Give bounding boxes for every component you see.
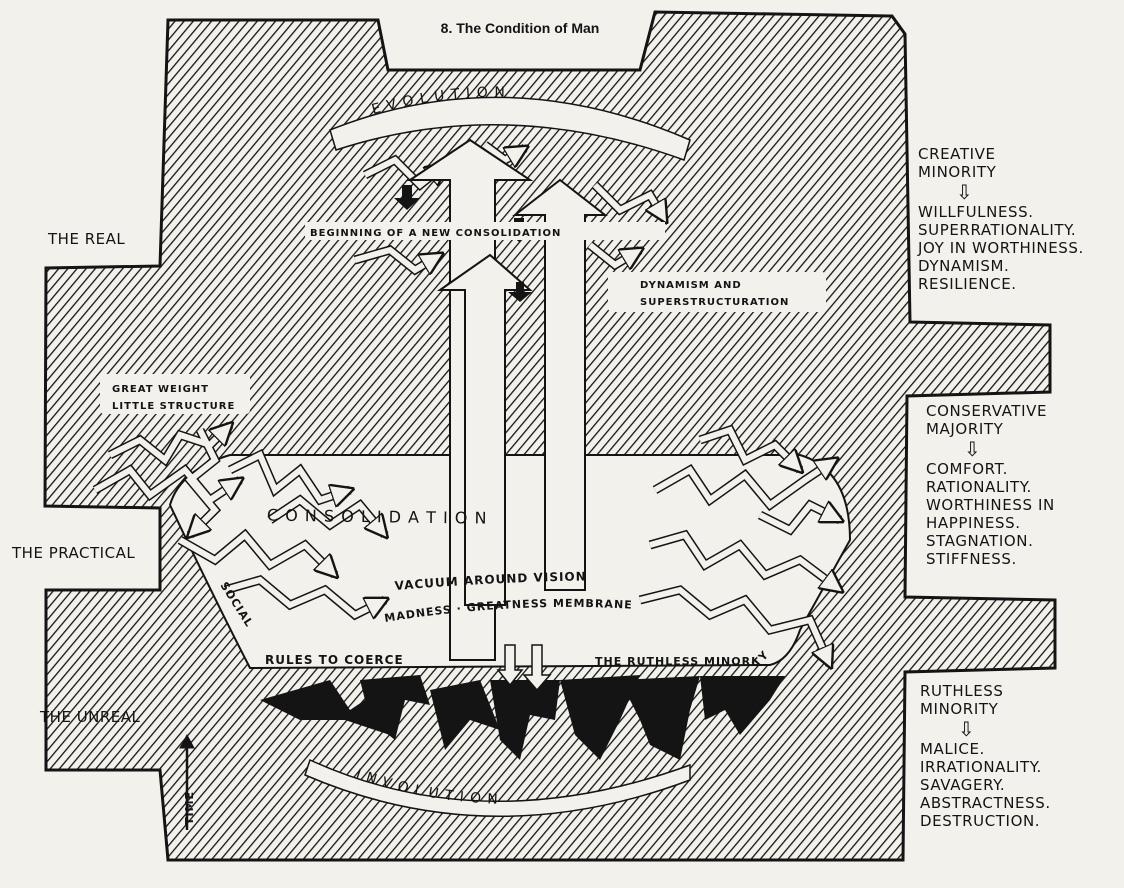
creative-trait: RESILIENCE. <box>918 275 1017 293</box>
creative-trait: SUPERRATIONALITY. <box>918 221 1077 239</box>
tangled-arrows-right-fill <box>639 426 840 665</box>
conservative-trait: HAPPINESS. <box>926 514 1021 532</box>
diagram-title: 8. The Condition of Man <box>440 20 600 36</box>
tangled-arrows-left-fill <box>93 425 385 615</box>
label-dynamism-1: DYNAMISM AND <box>640 280 742 291</box>
conservative-trait: COMFORT. <box>926 460 1008 478</box>
beginning-label-bg <box>305 222 665 240</box>
conservative-trait: STAGNATION. <box>926 532 1034 550</box>
creative-heading-1: CREATIVE <box>918 145 996 163</box>
ruthless-trait: DESTRUCTION. <box>920 812 1041 830</box>
dynamism-label-bg <box>608 272 826 312</box>
conservative-majority-block: CONSERVATIVE MAJORITY ⇩ COMFORT. RATIONA… <box>926 402 1055 568</box>
evolution-band <box>329 96 691 161</box>
label-beginning: BEGINNING OF A NEW CONSOLIDATION <box>310 228 561 239</box>
weight-label-bg <box>100 374 250 414</box>
ruthless-heading-2: MINORITY <box>920 700 999 718</box>
conservative-trait: STIFFNESS. <box>926 550 1017 568</box>
ruthless-trait: SAVAGERY. <box>920 776 1006 794</box>
arrow-down-icon: ⇩ <box>956 180 974 204</box>
ruthless-trait: IRRATIONALITY. <box>920 758 1042 776</box>
ruthless-trait: ABSTRACTNESS. <box>920 794 1051 812</box>
label-the-real: THE REAL <box>48 230 126 248</box>
label-the-unreal: THE UNREAL <box>40 708 141 726</box>
arrow-down-icon: ⇩ <box>964 437 982 461</box>
label-rules-to-coerce: RULES TO COERCE <box>265 653 404 667</box>
involution-band <box>304 758 691 818</box>
conservative-trait: RATIONALITY. <box>926 478 1032 496</box>
creative-trait: WILLFULNESS. <box>918 203 1034 221</box>
ruthless-heading-1: RUTHLESS <box>920 682 1004 700</box>
black-shards <box>260 675 785 760</box>
label-time: TIME <box>183 791 196 825</box>
creative-minority-block: CREATIVE MINORITY ⇩ WILLFULNESS. SUPERRA… <box>918 145 1084 293</box>
rising-arrows <box>406 138 608 661</box>
label-consolidation: C O N S O L I D A T I O N <box>267 505 488 527</box>
rising-arrow-middle <box>436 253 533 606</box>
creative-trait: DYNAMISM. <box>918 257 1010 275</box>
creative-heading-2: MINORITY <box>918 163 997 181</box>
conservative-heading-2: MAJORITY <box>926 420 1004 438</box>
time-arrow-icon <box>179 733 195 830</box>
conservative-heading-1: CONSERVATIVE <box>926 402 1048 420</box>
arrow-down-icon: ⇩ <box>958 717 976 741</box>
rising-arrow-right <box>512 178 608 591</box>
label-little-structure: LITTLE STRUCTURE <box>112 401 235 412</box>
creative-trait: JOY IN WORTHINESS. <box>918 239 1084 257</box>
label-great-weight: GREAT WEIGHT <box>112 384 209 395</box>
label-the-practical: THE PRACTICAL <box>12 544 136 562</box>
conservative-trait: WORTHINESS IN <box>926 496 1055 514</box>
ruthless-minority-block: RUTHLESS MINORITY ⇩ MALICE. IRRATIONALIT… <box>920 682 1051 830</box>
label-dynamism-2: SUPERSTRUCTURATION <box>640 297 789 308</box>
ruthless-trait: MALICE. <box>920 740 985 758</box>
descending-arrows <box>496 644 552 692</box>
